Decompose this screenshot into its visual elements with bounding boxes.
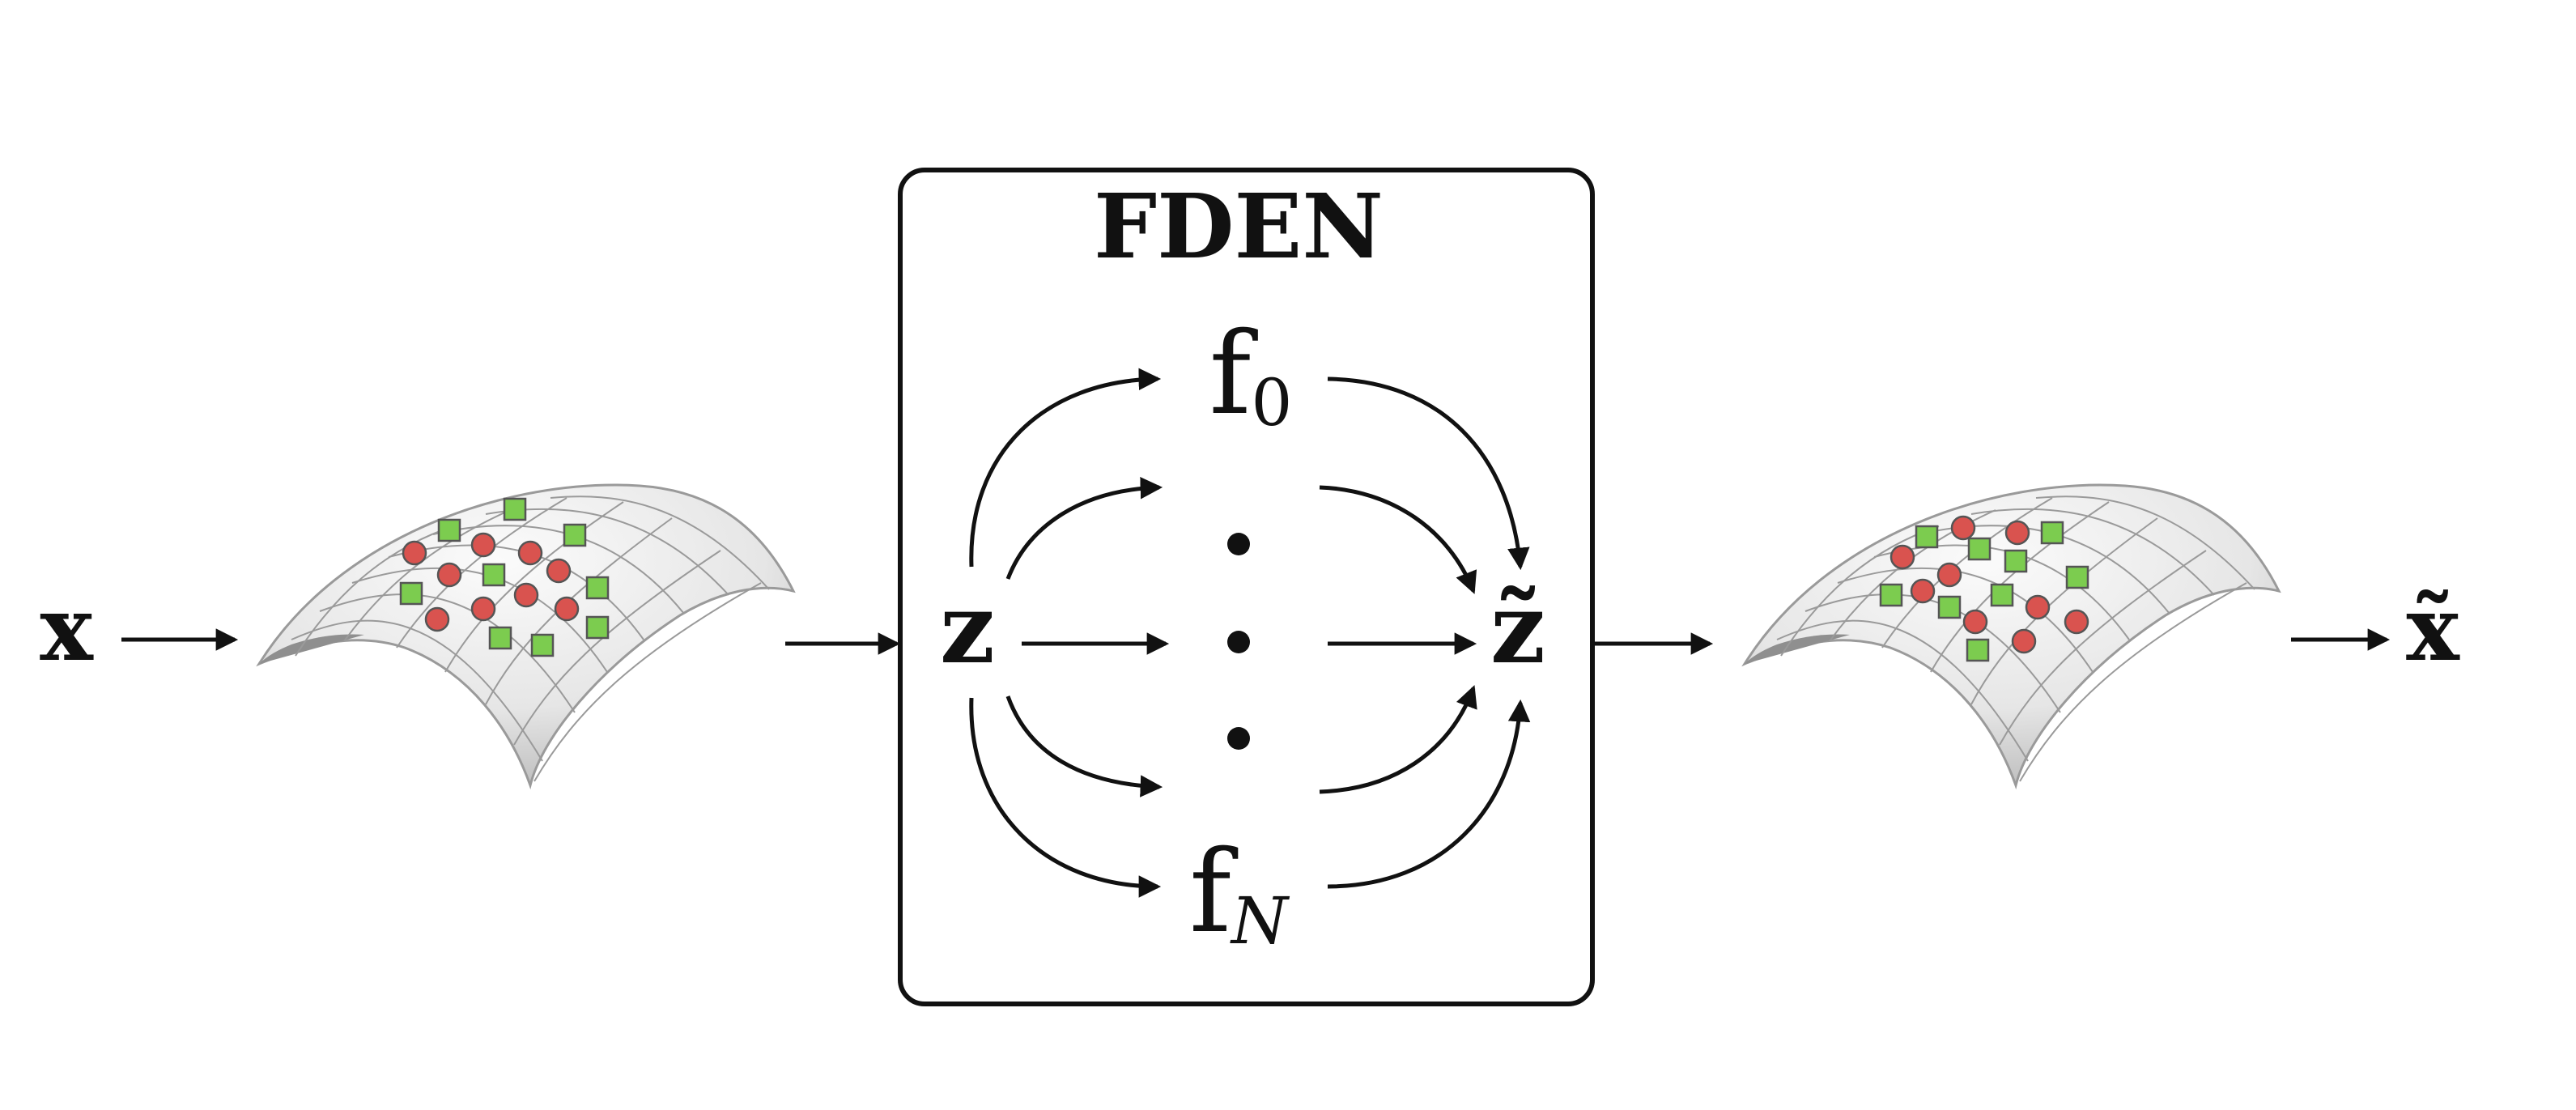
green-point [585,615,610,640]
green-point [482,563,506,587]
red-point [470,532,496,558]
red-point [513,582,539,608]
fN-function: fN [1189,827,1290,959]
green-point [1915,525,1939,549]
ellipsis-dots [1227,533,1250,750]
red-point [1962,609,1988,635]
green-point [1990,583,2014,607]
green-point [530,633,555,657]
green-point [503,497,527,521]
fden-title: FDEN [1094,174,1384,279]
fden-box-frame [898,168,1595,1006]
z-variable: z [940,572,995,686]
red-point [402,540,427,566]
arrows-from-z [969,368,1170,898]
red-point [1889,544,1915,570]
red-point [436,562,462,588]
arrows-to-z-tilde [1319,376,1531,889]
green-point [1879,583,1903,607]
output-x-tilde-label: x̃ [2406,576,2460,681]
red-point [1936,562,1962,588]
green-point [488,626,512,650]
ellipsis-dot [1227,727,1250,750]
arrow-z-to-dots-lower [1005,695,1163,797]
arrow-dots-lower-to-z-tilde [1319,685,1477,794]
red-point [2004,520,2030,546]
f0-subscript: 0 [1251,365,1292,440]
arrow-z-to-f0 [969,368,1162,568]
fN-base: f [1189,827,1239,959]
output-manifold [1743,483,2281,787]
red-point [2025,594,2051,620]
input-x-label: x [40,576,94,681]
input-manifold [257,483,795,787]
red-point [470,596,496,622]
ellipsis-dot [1227,631,1250,653]
svg-text:f0: f0 [1209,308,1293,440]
green-point [563,523,587,547]
green-point [2040,521,2064,545]
arrow-dots-upper-to-z-tilde [1319,485,1477,594]
green-point [2004,549,2028,573]
green-point [437,518,461,542]
ellipsis-dot [1227,533,1250,555]
red-point [2011,628,2037,654]
red-point [1950,515,1976,541]
f0-base: f [1209,308,1259,440]
svg-text:fN: fN [1189,827,1290,959]
arrow-z-to-dots-upper [1005,476,1163,580]
green-point [2065,565,2089,589]
input-manifold-points [399,497,610,657]
arrow-fN-to-z-tilde [1327,699,1531,889]
fN-subscript: N [1230,883,1290,959]
green-point [1967,537,1992,561]
red-point [517,540,543,566]
red-point [424,606,450,632]
red-point [1910,578,1936,604]
green-point [1966,638,1990,662]
z-tilde-variable: z̃ [1490,572,1545,686]
red-point [546,558,572,584]
green-point [399,581,423,606]
green-point [1937,595,1962,619]
output-manifold-points [1879,515,2089,662]
green-point [585,576,610,600]
f0-function: f0 [1209,308,1293,440]
red-point [554,596,580,622]
arrow-z-to-fN [969,697,1162,898]
fden-box: FDEN z z̃ f0 fN [898,168,1595,1006]
red-point [2064,609,2089,635]
arrow-f0-to-z-tilde [1327,376,1530,571]
